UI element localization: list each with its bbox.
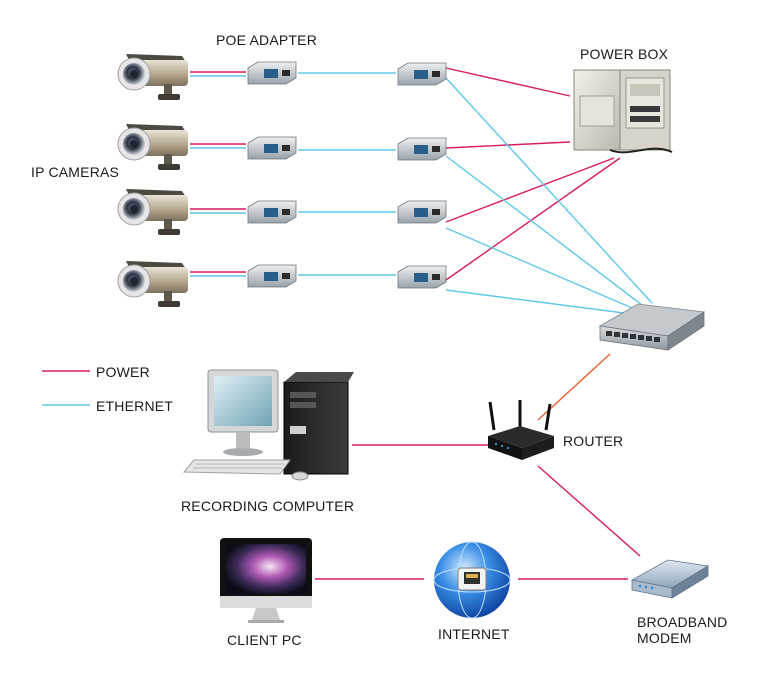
poe-adapter-label: POE ADAPTER — [216, 32, 318, 48]
switch-links — [445, 77, 653, 314]
power-line-4 — [445, 157, 621, 281]
recording-computer-label: RECORDING COMPUTER — [181, 498, 355, 514]
wireless-router-icon — [488, 400, 554, 460]
ethernet-line-1 — [445, 77, 653, 304]
poe-adapter-icon — [247, 61, 297, 85]
camera-links — [190, 71, 246, 277]
imac-icon — [220, 538, 312, 623]
broadband-modem-label: BROADBAND MODEM — [637, 614, 727, 646]
poe-adapter-icon — [397, 265, 447, 289]
ip-camera-icon — [117, 124, 188, 170]
poe-adapter-icon — [397, 137, 447, 161]
power-line-3 — [445, 157, 615, 223]
ethernet-line-3 — [445, 227, 633, 309]
router-label: ROUTER — [563, 433, 624, 449]
legend-ethernet-label: ETHERNET — [96, 398, 174, 414]
poe-adapter-icon — [247, 200, 297, 224]
broadband-modem-icon — [630, 559, 710, 599]
globe-icon — [433, 541, 511, 619]
network-switch-icon — [598, 303, 706, 351]
broadband-modem-label-line1: BROADBAND — [637, 614, 728, 630]
client-pc-label: CLIENT PC — [227, 632, 302, 648]
poe-adapter-icon — [247, 136, 297, 160]
poe-adapter-icon — [247, 264, 297, 288]
legend-power-label: POWER — [96, 364, 150, 380]
adapter-links — [298, 72, 396, 276]
ip-cameras-label: IP CAMERAS — [31, 164, 120, 180]
power-line-1 — [445, 67, 571, 97]
internet-label: INTERNET — [438, 626, 510, 642]
ethernet-line-4 — [445, 289, 625, 314]
power-box-label: POWER BOX — [580, 46, 669, 62]
ethernet-line-2 — [445, 155, 643, 306]
poe-adapter-icon — [397, 200, 447, 224]
broadband-modem-label-line2: MODEM — [637, 630, 692, 646]
router-modem-link — [537, 465, 641, 557]
desktop-computer-icon — [182, 369, 354, 481]
ip-camera-icon — [117, 54, 188, 100]
power-box-icon — [573, 69, 673, 154]
poe-adapter-icon — [397, 62, 447, 86]
ip-camera-icon — [117, 189, 188, 235]
ip-camera-icon — [117, 261, 188, 307]
